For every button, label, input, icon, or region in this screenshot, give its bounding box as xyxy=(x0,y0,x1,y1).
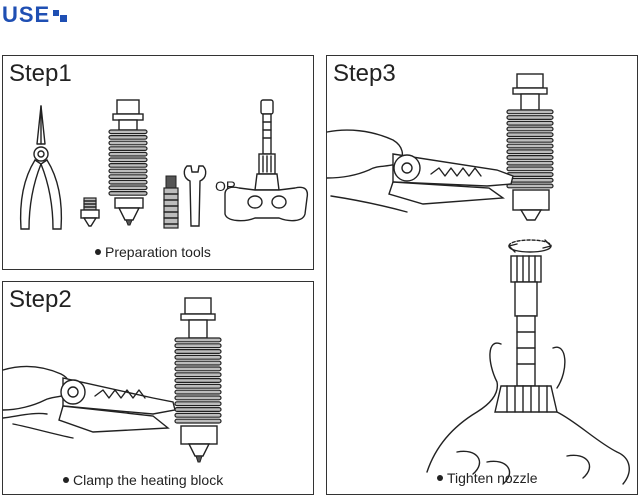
step3-panel: Step3 xyxy=(326,55,638,495)
brand-logo-icon xyxy=(53,10,68,22)
step2-caption: Clamp the heating block xyxy=(63,472,223,488)
step3-caption: Tighten nozzle xyxy=(437,470,538,486)
hotend-illustration xyxy=(174,297,222,463)
pliers-illustration xyxy=(19,105,63,230)
brand-logo-text: USE xyxy=(2,2,51,27)
step2-caption-text: Clamp the heating block xyxy=(73,472,224,488)
bullet-icon xyxy=(63,477,69,483)
step3-caption-text: Tighten nozzle xyxy=(447,470,538,486)
step1-caption: Preparation tools xyxy=(95,244,211,260)
t-handle-wrench-illustration xyxy=(224,99,309,222)
step3-title: Step3 xyxy=(333,60,396,87)
wrench-illustration xyxy=(183,165,207,227)
nozzle-illustration xyxy=(80,197,100,227)
step2-panel: Step2 Clamp the heating block xyxy=(2,281,314,495)
hotend-illustration xyxy=(108,99,148,226)
step2-title: Step2 xyxy=(9,286,72,313)
bullet-icon xyxy=(437,475,443,481)
brand-header: USE xyxy=(2,2,68,28)
step1-title: Step1 xyxy=(9,60,72,87)
bullet-icon xyxy=(95,249,101,255)
hand-with-pliers-illustration xyxy=(326,129,514,213)
step1-panel: Step1 OR xyxy=(2,55,314,270)
step1-caption-text: Preparation tools xyxy=(105,244,211,260)
hand-with-pliers-illustration xyxy=(2,365,176,439)
heatbreak-illustration xyxy=(163,175,179,229)
hand-with-socket-tool-illustration xyxy=(426,255,630,485)
rotation-arrow-icon xyxy=(508,239,552,253)
hotend-illustration xyxy=(506,73,554,221)
